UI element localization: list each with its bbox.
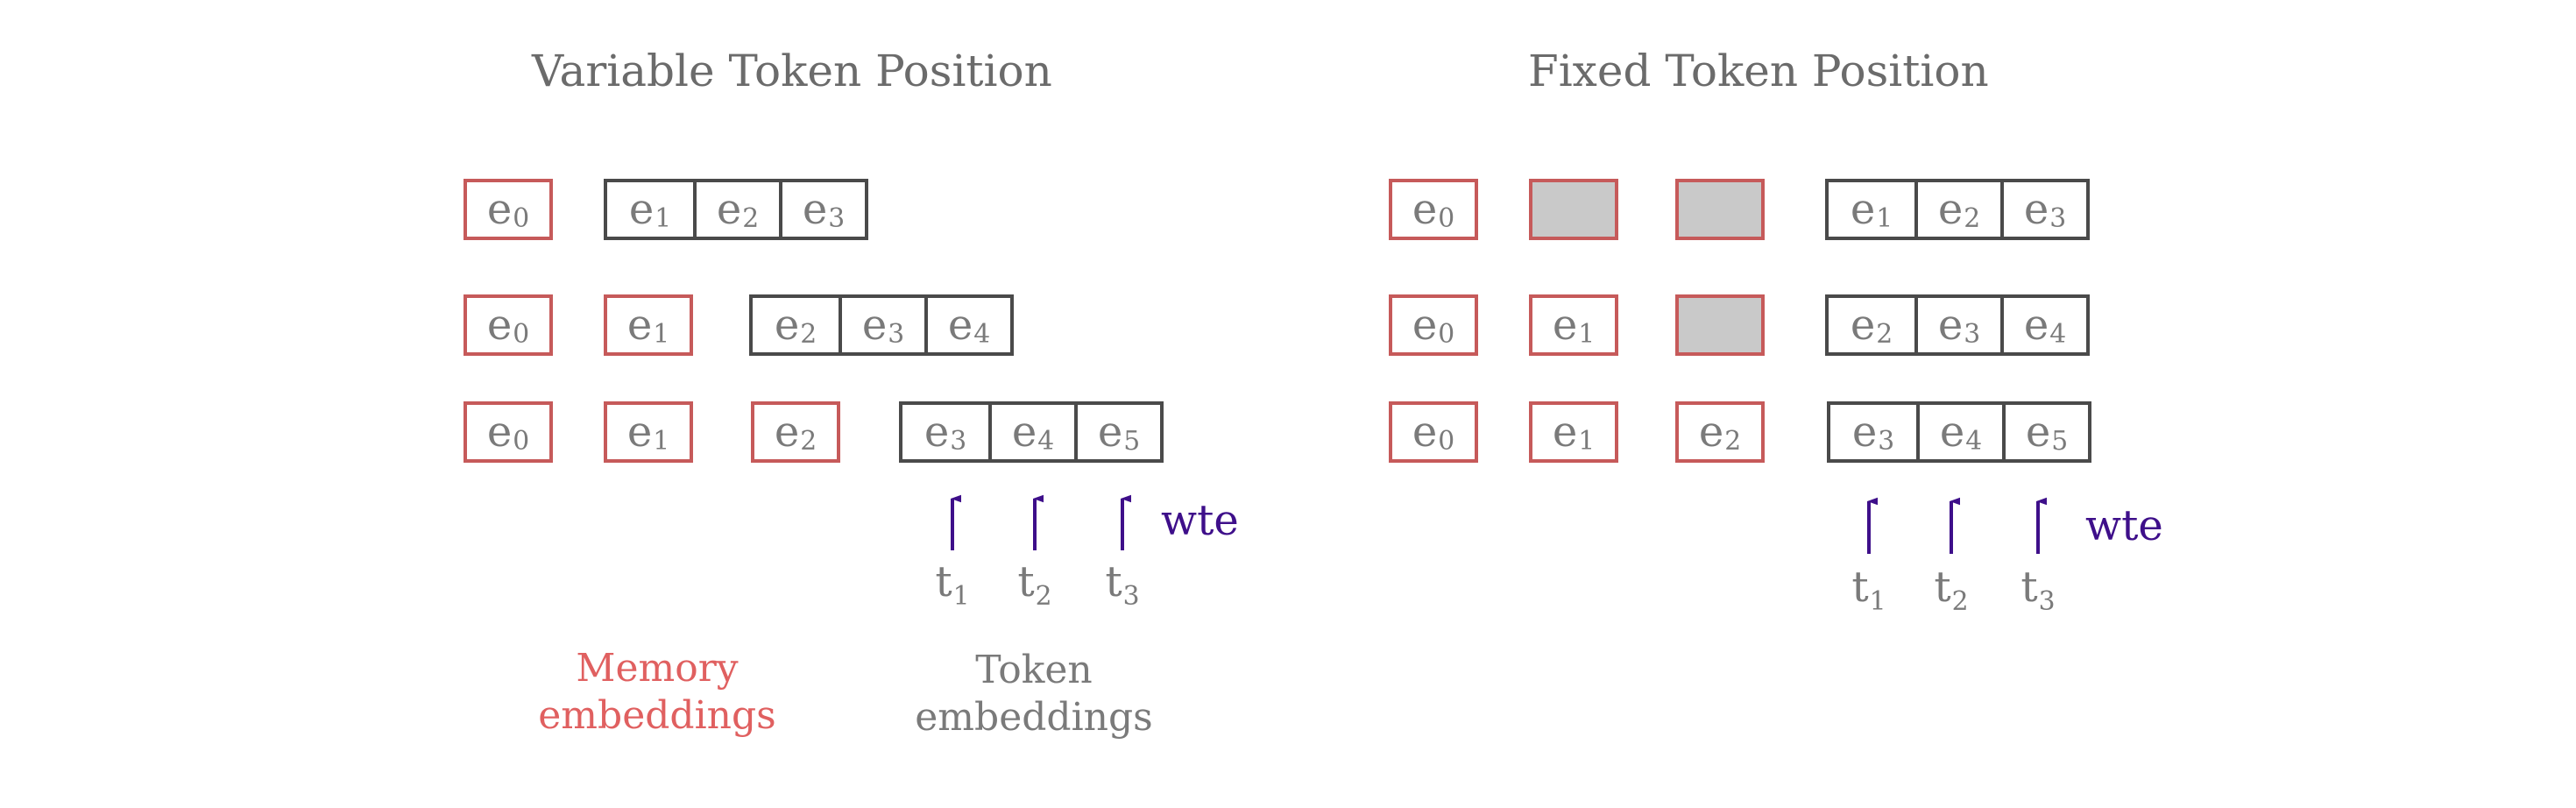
input-token-label: t1 <box>935 557 970 613</box>
token-embeddings-legend: Token embeddings <box>902 647 1165 741</box>
right-panel-title: Fixed Token Position <box>1528 46 1989 96</box>
empty-memory-slot <box>1675 294 1765 356</box>
left-wte-label: wte <box>1161 496 1239 545</box>
empty-memory-slot <box>1675 179 1765 240</box>
input-token-label: t2 <box>1934 563 1969 618</box>
left-panel-title: Variable Token Position <box>532 46 1052 96</box>
right-wte-label: wte <box>2085 501 2163 550</box>
memory-legend-line1: Memory <box>576 646 739 691</box>
token-legend-line1: Token <box>975 648 1093 692</box>
input-token-label: t3 <box>1105 557 1140 613</box>
empty-memory-slot <box>1529 179 1618 240</box>
memory-embeddings-legend: Memory embeddings <box>526 645 789 740</box>
input-token-label: t2 <box>1017 557 1052 613</box>
input-token-label: t3 <box>2020 563 2056 618</box>
memory-legend-line2: embeddings <box>538 693 776 738</box>
token-legend-line2: embeddings <box>915 695 1153 740</box>
input-token-label: t1 <box>1851 563 1886 618</box>
